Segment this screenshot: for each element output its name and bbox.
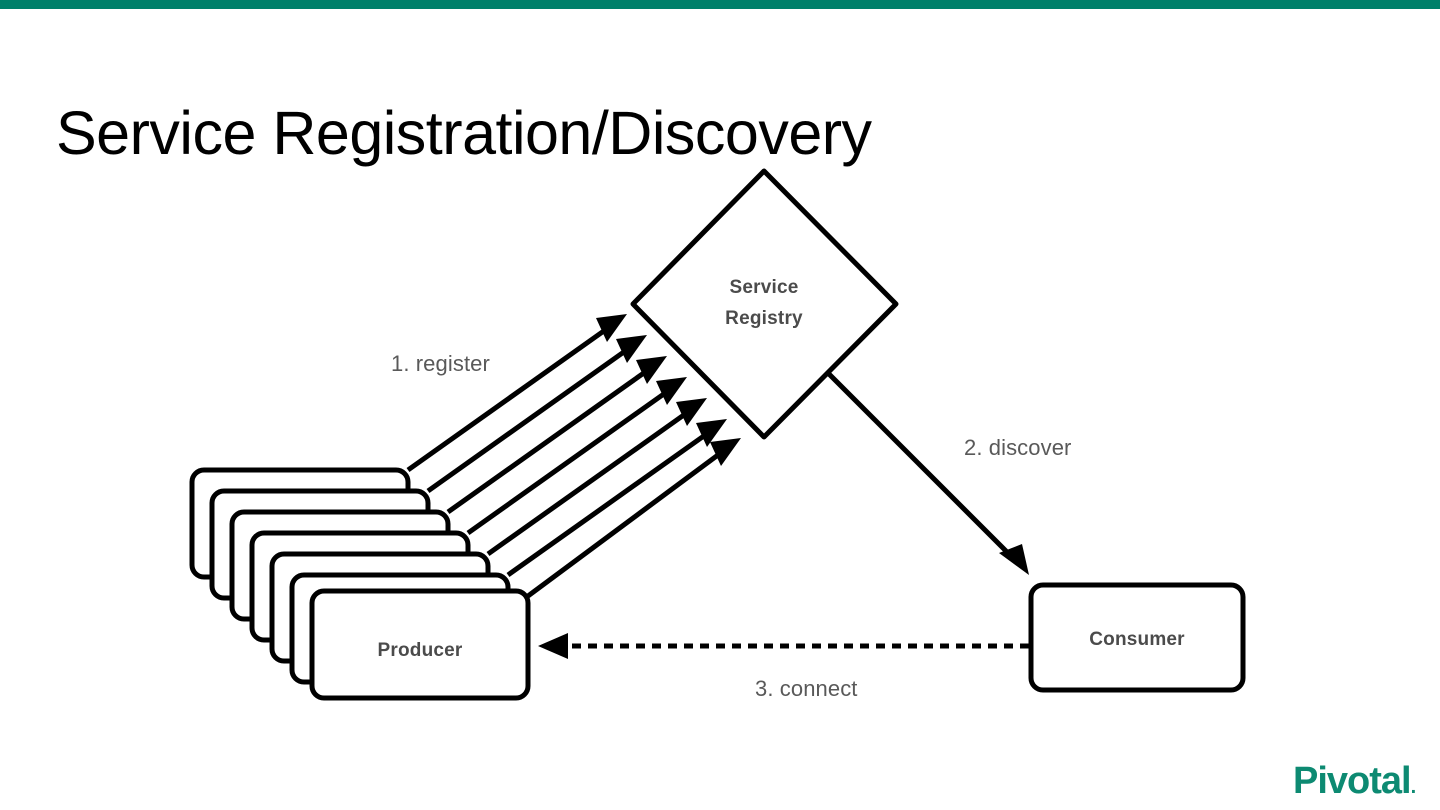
register-arrow-6: [506, 419, 727, 578]
edge-register-arrows: [406, 314, 741, 599]
register-arrow-5: [486, 398, 707, 557]
register-arrow-7: [526, 438, 741, 599]
register-arrow-2: [426, 335, 647, 494]
service-registry-label-line2: Registry: [725, 308, 803, 329]
pivotal-logo-dot: .: [1410, 776, 1416, 798]
edge-discover-arrow: [826, 371, 1029, 575]
producer-label: Producer: [377, 640, 462, 661]
register-arrow-4: [466, 377, 687, 536]
edge-label-discover: 2. discover: [964, 435, 1071, 460]
consumer-label: Consumer: [1089, 629, 1185, 650]
producer-stack-card-front: [309, 588, 531, 701]
page-title: Service Registration/Discovery: [56, 98, 872, 167]
node-producer-stack[interactable]: Producer: [189, 467, 531, 701]
register-arrow-1: [406, 314, 627, 473]
edge-label-connect: 3. connect: [755, 676, 858, 701]
service-registry-diamond: [630, 168, 899, 440]
service-registry-label-line1: Service: [729, 277, 798, 298]
node-consumer[interactable]: Consumer: [1028, 582, 1246, 693]
node-service-registry[interactable]: Service Registry: [630, 168, 899, 440]
top-accent-bar: [0, 0, 1440, 9]
edge-label-register: 1. register: [391, 351, 490, 376]
pivotal-logo-text: Pivotal: [1293, 760, 1412, 802]
consumer-box: [1028, 582, 1246, 693]
pivotal-logo: Pivotal.: [1293, 760, 1416, 808]
edge-connect-arrow: [538, 633, 1029, 659]
register-arrow-3: [446, 356, 667, 515]
